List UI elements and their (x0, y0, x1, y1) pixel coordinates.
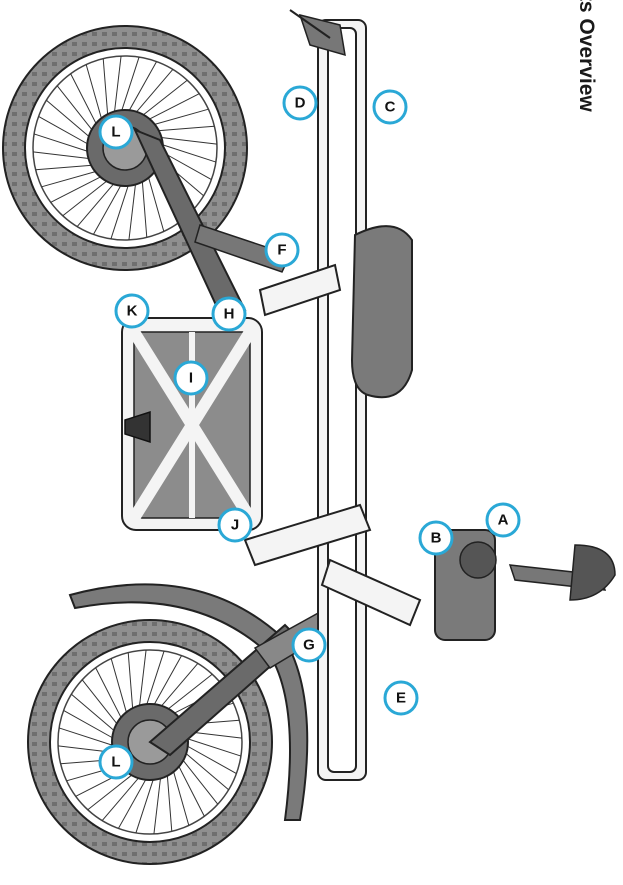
wheel-spoke (143, 650, 165, 713)
callout-L-front: L (98, 744, 134, 780)
svg-text:A: A (498, 512, 509, 529)
svg-text:L: L (111, 754, 120, 771)
frame (243, 19, 422, 781)
svg-text:B: B (431, 530, 442, 547)
front-fender (68, 583, 309, 821)
wheel-spoke (130, 69, 174, 119)
wheel-spoke (101, 771, 145, 821)
wheel-spoke (71, 693, 121, 737)
callout-B: B (418, 520, 454, 556)
wheel-spoke (118, 771, 151, 829)
wheel-spoke (70, 73, 101, 132)
rear-controls (289, 9, 346, 57)
wheel-spoke (35, 164, 101, 171)
callout-H: H (211, 296, 247, 332)
svg-text:G: G (303, 637, 315, 654)
wheel-spoke (177, 753, 219, 805)
wheel-spoke (146, 108, 209, 128)
wheel-spoke (145, 169, 165, 232)
wheel-spoke (141, 172, 148, 238)
svg-text:I: I (189, 370, 193, 387)
callout-F: F (264, 232, 300, 268)
wheel-spoke (179, 735, 242, 757)
callout-K: K (114, 293, 150, 329)
wheel-spoke (81, 679, 123, 731)
callout-A: A (485, 502, 521, 538)
wheel-spoke (33, 133, 96, 155)
wheel-spoke (87, 769, 139, 811)
callout-J: J (217, 507, 253, 543)
callout-C: C (372, 89, 408, 125)
battery-handle-icon (124, 410, 151, 444)
wheel-spoke (56, 85, 98, 137)
callout-D: D (282, 85, 318, 121)
wheel-spoke (58, 727, 121, 749)
wheel-spoke (118, 56, 140, 119)
wheel-spoke (152, 136, 217, 145)
wheel-spoke (46, 99, 96, 143)
wheel-spoke (135, 771, 157, 834)
wheel-spoke (41, 168, 104, 188)
page-title: Parts Overview (575, 0, 598, 112)
callout-G: G (291, 627, 327, 663)
wheel-spoke (161, 673, 213, 715)
wheel-spoke (149, 655, 182, 713)
svg-text:C: C (385, 99, 396, 116)
callout-E: E (383, 680, 419, 716)
wheel-spoke (85, 64, 105, 127)
wheel-spoke (110, 177, 132, 240)
wheel-spoke (76, 177, 120, 227)
wheel-spoke (124, 61, 157, 119)
wheel-spoke (136, 79, 188, 121)
wheel-spoke (153, 769, 162, 834)
wheel-spoke (110, 658, 130, 721)
svg-text:F: F (277, 242, 286, 259)
wheel-spoke (179, 747, 229, 791)
wheel-spoke (179, 741, 237, 774)
wheel-spoke (50, 172, 109, 203)
wheel-spoke (33, 151, 98, 160)
wheel-spoke (127, 652, 134, 718)
wheel-spoke (154, 141, 217, 163)
seat (350, 225, 413, 399)
svg-text:K: K (127, 303, 138, 320)
callout-I: I (173, 360, 209, 396)
wheel-spoke (155, 663, 199, 713)
callout-L-rear: L (98, 114, 134, 150)
svg-text:J: J (231, 517, 239, 534)
svg-text:E: E (396, 690, 406, 707)
wheel-spoke (170, 763, 190, 826)
wheel-spoke (113, 56, 122, 121)
svg-text:D: D (295, 95, 306, 112)
battery-pack (121, 317, 263, 531)
wheel-spoke (166, 766, 173, 832)
wheel-spoke (138, 650, 147, 715)
wheel-spoke (63, 710, 121, 743)
wheel-spoke (102, 58, 109, 124)
handlebar-assembly (434, 529, 616, 641)
wheel-spoke (95, 667, 126, 726)
wheel-spoke (174, 758, 205, 817)
wheel-spoke (38, 116, 96, 149)
wheel-spoke (141, 93, 200, 124)
wheel-spoke (93, 177, 126, 235)
wheel-spoke (62, 175, 114, 217)
rear-shock (194, 224, 292, 273)
svg-text:H: H (224, 306, 235, 323)
svg-text:L: L (111, 124, 120, 141)
wheel-spoke (149, 125, 215, 132)
wheel-spoke (128, 175, 137, 240)
